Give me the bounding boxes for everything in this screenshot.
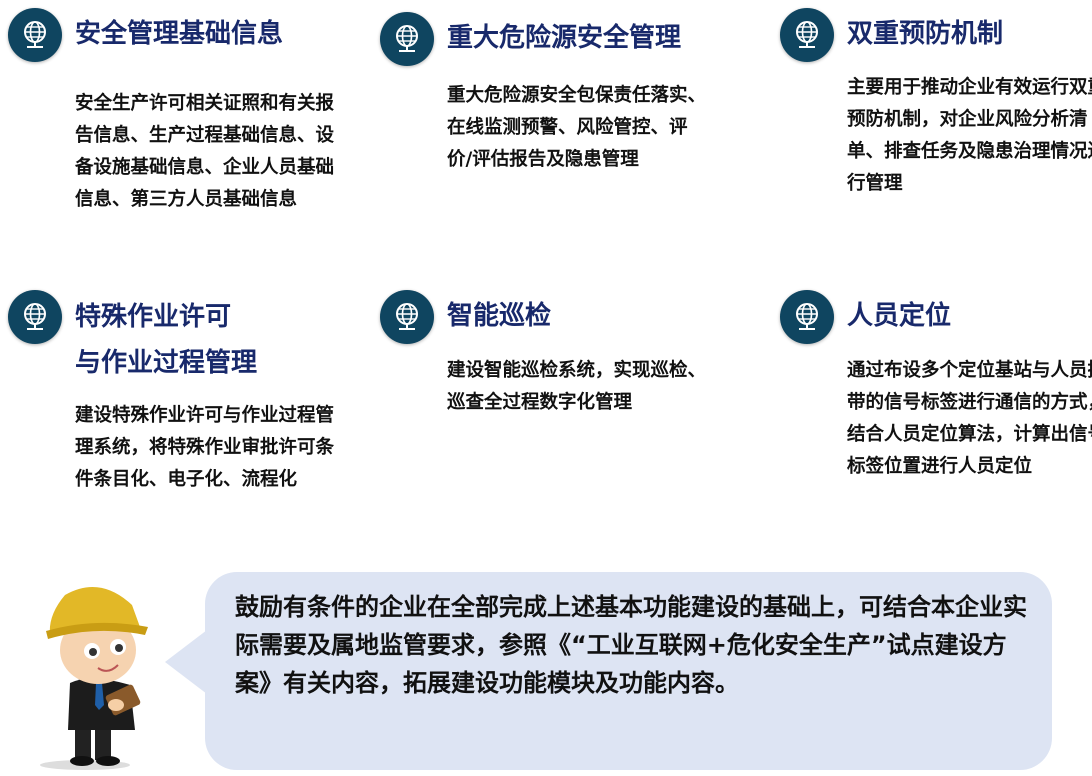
globe-network-icon <box>8 8 62 62</box>
card-title: 人员定位 <box>847 301 952 331</box>
card-title: 智能巡检 <box>447 301 552 331</box>
globe-network-icon <box>380 12 434 66</box>
card-description: 主要用于推动企业有效运行双重预防机制，对企业风险分析清单、排查任务及隐患治理情况… <box>847 77 1092 194</box>
speech-bubble: 鼓励有条件的企业在全部完成上述基本功能建设的基础上，可结合本企业实际需要及属地监… <box>205 572 1052 770</box>
card-title: 重大危险源安全管理 <box>447 23 682 53</box>
card-title: 特殊作业许可 与作业过程管理 <box>75 302 258 378</box>
worker-illustration <box>20 565 150 770</box>
card-description: 建设智能巡检系统，实现巡检、巡查全过程数字化管理 <box>447 360 707 413</box>
globe-network-icon <box>380 290 434 344</box>
card-description: 安全生产许可相关证照和有关报告信息、生产过程基础信息、设备设施基础信息、企业人员… <box>75 93 335 210</box>
globe-network-icon <box>8 290 62 344</box>
card-description: 建设特殊作业许可与作业过程管理系统，将特殊作业审批许可条件条目化、电子化、流程化 <box>75 405 335 490</box>
globe-network-icon <box>780 8 834 62</box>
card-description: 通过布设多个定位基站与人员携带的信号标签进行通信的方式，结合人员定位算法，计算出… <box>847 360 1092 477</box>
card-title: 双重预防机制 <box>847 19 1004 49</box>
card-title: 安全管理基础信息 <box>75 19 284 49</box>
card-description: 重大危险源安全包保责任落实、在线监测预警、风险管控、评价/评估报告及隐患管理 <box>447 85 707 170</box>
speech-bubble-tail <box>165 630 207 694</box>
globe-network-icon <box>780 290 834 344</box>
note-text: 鼓励有条件的企业在全部完成上述基本功能建设的基础上，可结合本企业实际需要及属地监… <box>235 593 1027 697</box>
